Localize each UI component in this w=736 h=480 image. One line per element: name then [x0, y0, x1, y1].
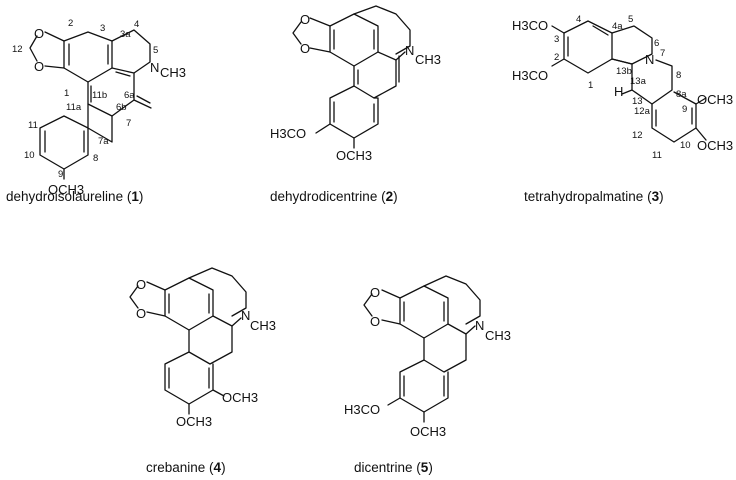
locant-label: 3	[554, 34, 559, 45]
methoxy-group: OCH3	[697, 92, 733, 107]
oxygen-atom: O	[300, 41, 310, 56]
locant-label: 8	[676, 70, 681, 81]
n-methyl-group: CH3	[485, 328, 511, 343]
locant-label: 10	[24, 150, 35, 161]
locant-label: 12	[12, 44, 23, 55]
methoxy-group: H3CO	[344, 402, 380, 417]
structure-dehydrodicentrine: O O N CH3 H3CO OCH3 dehydrodicentrine (2…	[270, 5, 441, 204]
nitrogen-atom: N	[405, 43, 414, 58]
locant-label: 13b	[616, 66, 632, 77]
n-methyl-group: CH3	[250, 318, 276, 333]
oxygen-atom: O	[136, 306, 146, 321]
methoxy-group: H3CO	[270, 126, 306, 141]
locant-label: 7	[126, 118, 131, 129]
locant-label: 10	[680, 140, 691, 151]
nitrogen-atom: N	[475, 318, 484, 333]
oxygen-atom: O	[34, 26, 44, 41]
oxygen-atom: O	[370, 314, 380, 329]
methoxy-group: OCH3	[222, 390, 258, 405]
locant-label: 13a	[630, 76, 647, 87]
methoxy-group: OCH3	[697, 138, 733, 153]
oxygen-atom: O	[370, 285, 380, 300]
locant-label: 9	[682, 104, 687, 115]
compound-caption: crebanine (4)	[146, 460, 226, 475]
methoxy-group: OCH3	[336, 148, 372, 163]
methoxy-group: OCH3	[410, 424, 446, 439]
locant-label: 11b	[92, 90, 107, 101]
locant-label: 11a	[66, 102, 82, 113]
methoxy-group: H3CO	[512, 68, 548, 83]
locant-label: 9	[58, 169, 63, 180]
locant-label: 1	[588, 80, 593, 91]
locant-label: 4	[134, 19, 139, 30]
locant-label: 13	[632, 96, 643, 107]
locant-label: 6a	[124, 90, 135, 101]
locant-label: 2	[68, 18, 73, 29]
locant-label: 12a	[634, 106, 651, 117]
nitrogen-atom: N	[241, 308, 250, 323]
locant-label: 5	[153, 45, 158, 56]
nitrogen-atom: N	[150, 60, 159, 75]
locant-label: 2	[554, 52, 559, 63]
locant-label: 7a	[98, 136, 109, 147]
compound-caption: dehydroisolaureline (1)	[6, 189, 143, 204]
compound-caption: dicentrine (5)	[354, 460, 433, 475]
structure-dehydroisolaureline: O O N CH3 OCH3 2 3 3a 4 5 12 1 11b 6b 6a…	[6, 18, 186, 204]
locant-label: 8a	[676, 89, 687, 100]
structure-tetrahydropalmatine: N H H3CO H3CO OCH3 OCH3 4 4a 5 6 3 2 7 1…	[512, 14, 733, 204]
methoxy-group: OCH3	[176, 414, 212, 429]
locant-label: 12	[632, 130, 643, 141]
locant-label: 7	[660, 48, 665, 59]
oxygen-atom: O	[34, 59, 44, 74]
locant-label: 6b	[116, 102, 127, 113]
oxygen-atom: O	[136, 277, 146, 292]
structure-crebanine: O O N CH3 OCH3 OCH3 crebanine (4)	[129, 267, 276, 475]
locant-label: 3	[100, 23, 105, 34]
locant-label: 5	[628, 14, 633, 25]
locant-label: 4	[576, 14, 581, 25]
locant-label: 11	[652, 150, 662, 161]
n-methyl-group: CH3	[160, 65, 186, 80]
locant-label: 3a	[120, 29, 131, 40]
locant-label: 4a	[612, 21, 623, 32]
methoxy-group: OCH3	[48, 182, 84, 197]
compound-caption: dehydrodicentrine (2)	[270, 189, 398, 204]
oxygen-atom: O	[300, 12, 310, 27]
structure-dicentrine: O O N CH3 H3CO OCH3 dicentrine (5)	[344, 275, 511, 475]
hydrogen-atom: H	[614, 84, 623, 99]
n-methyl-group: CH3	[415, 52, 441, 67]
methoxy-group: H3CO	[512, 18, 548, 33]
locant-label: 6	[654, 38, 659, 49]
locant-label: 8	[93, 153, 98, 164]
nitrogen-atom: N	[645, 52, 654, 67]
locant-label: 1	[64, 88, 69, 99]
compound-caption: tetrahydropalmatine (3)	[524, 189, 664, 204]
locant-label: 11	[28, 120, 38, 131]
